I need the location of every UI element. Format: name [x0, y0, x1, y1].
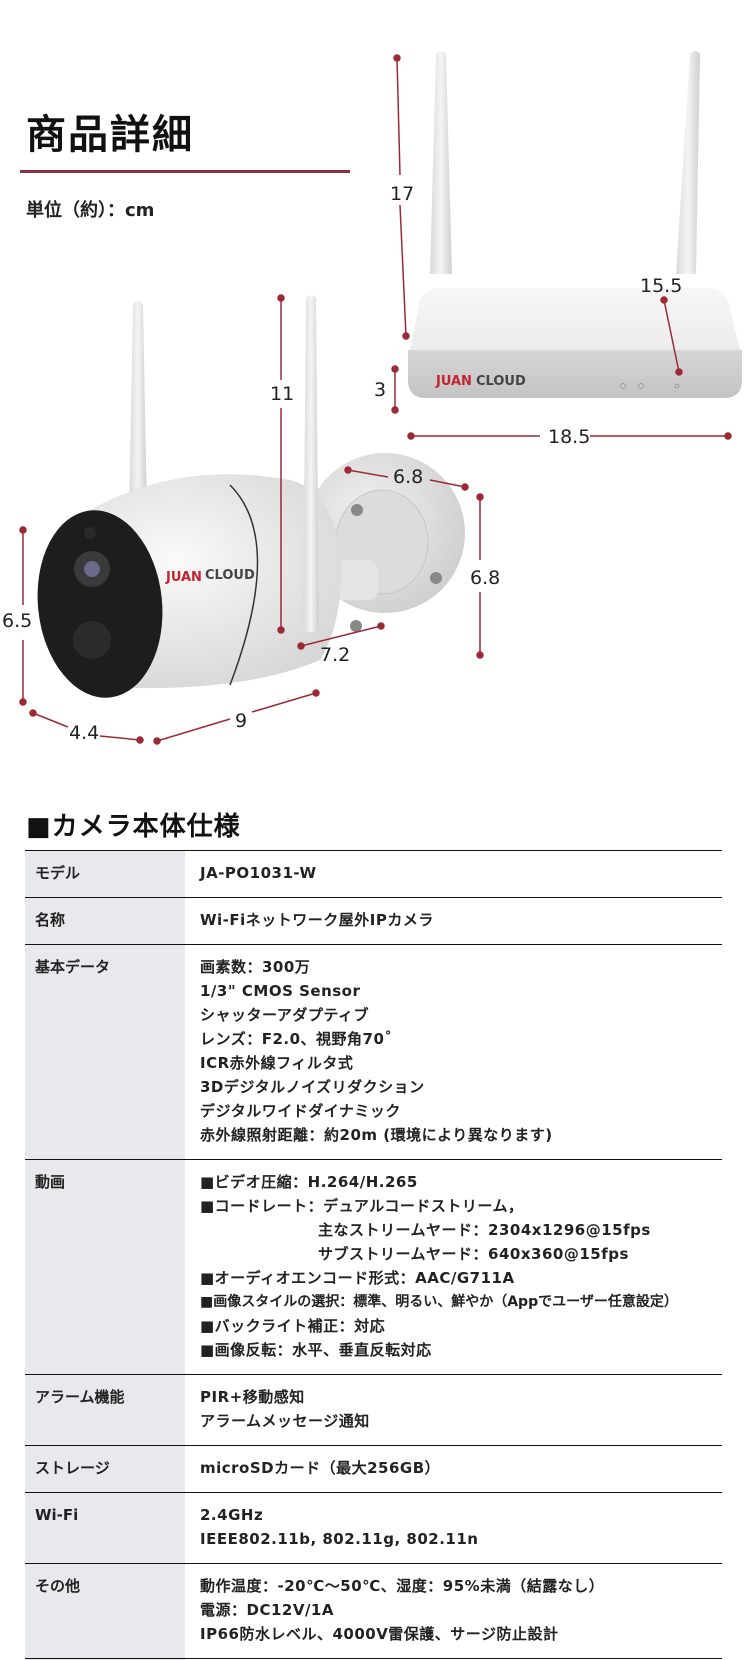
mount-height-label: 6.8: [470, 567, 500, 589]
row-value: microSDカード（最大256GB）: [185, 1446, 722, 1493]
mount-length-label: 7.2: [320, 644, 350, 666]
camera-front-face: [37, 510, 163, 698]
row-value: PIR+移動感知 アラームメッセージ通知: [185, 1375, 722, 1446]
value-line: JA-PO1031-W: [200, 864, 317, 882]
camera-body: JUAN CLOUD: [37, 295, 465, 698]
spec-section-title: ■カメラ本体仕様: [26, 812, 241, 842]
table-row-alarm: アラーム機能 PIR+移動感知 アラームメッセージ通知: [25, 1374, 722, 1446]
value-line: ■オーディオエンコード形式：AAC/G711A: [200, 1269, 515, 1287]
nvr-body-height-label: 3: [374, 379, 386, 401]
value-line: PIR+移動感知: [200, 1388, 305, 1406]
row-label: ストレージ: [25, 1445, 185, 1493]
spec-table: モデル JA-PO1031-W 名称 Wi-Fiネットワーク屋外IPカメラ 基本…: [25, 850, 722, 1660]
value-line: ■画像反転：水平、垂直反転対応: [200, 1341, 432, 1359]
row-value: Wi-Fiネットワーク屋外IPカメラ: [185, 898, 722, 945]
table-row-wifi: Wi-Fi 2.4GHz IEEE802.11b, 802.11g, 802.1…: [25, 1492, 722, 1564]
row-label: 名称: [25, 897, 185, 945]
value-line: サブストリームヤード：640x360@15fps: [318, 1245, 629, 1263]
nvr-network-led-icon: [674, 383, 680, 389]
row-value: 動作温度：-20℃～50℃、湿度：95%未満（結露なし） 電源：DC12V/1A…: [185, 1564, 722, 1659]
table-row-video: 動画 ■ビデオ圧縮：H.264/H.265 ■コードレート：デュアルコードストリ…: [25, 1159, 722, 1375]
value-line: 2.4GHz: [200, 1506, 264, 1524]
value-line: デジタルワイドダイナミック: [200, 1102, 401, 1120]
nvr-recorder: JUAN CLOUD: [408, 51, 742, 398]
title-underline: [20, 170, 350, 173]
table-row-name: 名称 Wi-Fiネットワーク屋外IPカメラ: [25, 897, 722, 945]
camera-antenna-height-label: 11: [270, 383, 294, 405]
value-line: ■バックライト補正：対応: [200, 1317, 386, 1335]
nvr-antenna-height-label: 17: [390, 183, 414, 205]
value-line: シャッターアダプティブ: [200, 1006, 370, 1024]
table-row-telec: TELEC認証番号 R210-152660: [25, 1658, 722, 1660]
row-label: Wi-Fi: [25, 1492, 185, 1564]
nvr-width-label: 18.5: [548, 426, 590, 448]
row-value: JA-PO1031-W: [185, 851, 722, 898]
nvr-hdd-led-icon: [638, 383, 644, 389]
value-line: 赤外線照射距離：約20m (環境により異なります): [200, 1126, 553, 1144]
row-value: ■ビデオ圧縮：H.264/H.265 ■コードレート：デュアルコードストリーム，…: [185, 1160, 722, 1375]
table-row-other: その他 動作温度：-20℃～50℃、湿度：95%未満（結露なし） 電源：DC12…: [25, 1563, 722, 1659]
nvr-antenna-right: [676, 51, 700, 274]
row-label: モデル: [25, 850, 185, 898]
mount-width-label: 6.8: [393, 466, 423, 488]
table-row-model: モデル JA-PO1031-W: [25, 850, 722, 898]
value-line: 主なストリームヤード：2304x1296@15fps: [318, 1221, 651, 1239]
table-row-basic-data: 基本データ 画素数：300万 1/3" CMOS Sensor シャッターアダプ…: [25, 944, 722, 1160]
camera-antenna-left: [129, 301, 147, 514]
value-line: microSDカード（最大256GB）: [200, 1459, 441, 1477]
camera-antenna-right: [303, 295, 319, 632]
value-line: 電源：DC12V/1A: [200, 1601, 334, 1619]
row-label: 動画: [25, 1159, 185, 1375]
value-line: IEEE802.11b, 802.11g, 802.11n: [200, 1530, 479, 1548]
row-label: TELEC認証番号: [25, 1658, 185, 1660]
row-label: アラーム機能: [25, 1374, 185, 1446]
value-line: ICR赤外線フィルタ式: [200, 1054, 354, 1072]
nvr-logo-red: JUAN: [435, 374, 472, 389]
value-line: ■画像スタイルの選択：標準、明るい、鮮やか（Appでユーザー任意設定）: [200, 1294, 678, 1310]
camera-front-width-label: 4.4: [69, 722, 99, 744]
camera-body-length-label: 9: [235, 710, 247, 732]
camera-body-height-label: 6.5: [2, 610, 32, 632]
row-value: 画素数：300万 1/3" CMOS Sensor シャッターアダプティブ レン…: [185, 945, 722, 1160]
nvr-depth-label: 15.5: [640, 275, 682, 297]
value-line: 1/3" CMOS Sensor: [200, 982, 361, 1000]
value-line: 動作温度：-20℃～50℃、湿度：95%未満（結露なし）: [200, 1577, 605, 1595]
camera-pir-sensor: [73, 621, 111, 659]
table-row-storage: ストレージ microSDカード（最大256GB）: [25, 1445, 722, 1493]
camera-logo-red: JUAN: [165, 570, 202, 585]
value-line: 3Dデジタルノイズリダクション: [200, 1078, 425, 1096]
page-title: 商品詳細: [26, 112, 194, 158]
row-label: 基本データ: [25, 944, 185, 1160]
row-value: 2.4GHz IEEE802.11b, 802.11g, 802.11n: [185, 1493, 722, 1564]
value-line: アラームメッセージ通知: [200, 1412, 370, 1430]
nvr-logo-dark: CLOUD: [476, 374, 526, 389]
nvr-power-led-icon: [620, 383, 626, 389]
unit-label: 単位（約）：cm: [26, 200, 155, 221]
row-label: その他: [25, 1563, 185, 1659]
product-dimension-diagram: JUAN CLOUD 17 15.5 3 18.5: [2, 51, 742, 745]
camera-logo-dark: CLOUD: [205, 568, 255, 583]
nvr-antenna-left: [430, 51, 452, 274]
value-line: ■コードレート：デュアルコードストリーム，: [200, 1197, 524, 1215]
value-line: ■ビデオ圧縮：H.264/H.265: [200, 1173, 418, 1191]
value-line: Wi-Fiネットワーク屋外IPカメラ: [200, 911, 434, 929]
value-line: IP66防水レベル、4000V雷保護、サージ防止設計: [200, 1625, 559, 1643]
value-line: レンズ：F2.0、視野角70˚: [200, 1030, 393, 1048]
value-line: 画素数：300万: [200, 958, 311, 976]
